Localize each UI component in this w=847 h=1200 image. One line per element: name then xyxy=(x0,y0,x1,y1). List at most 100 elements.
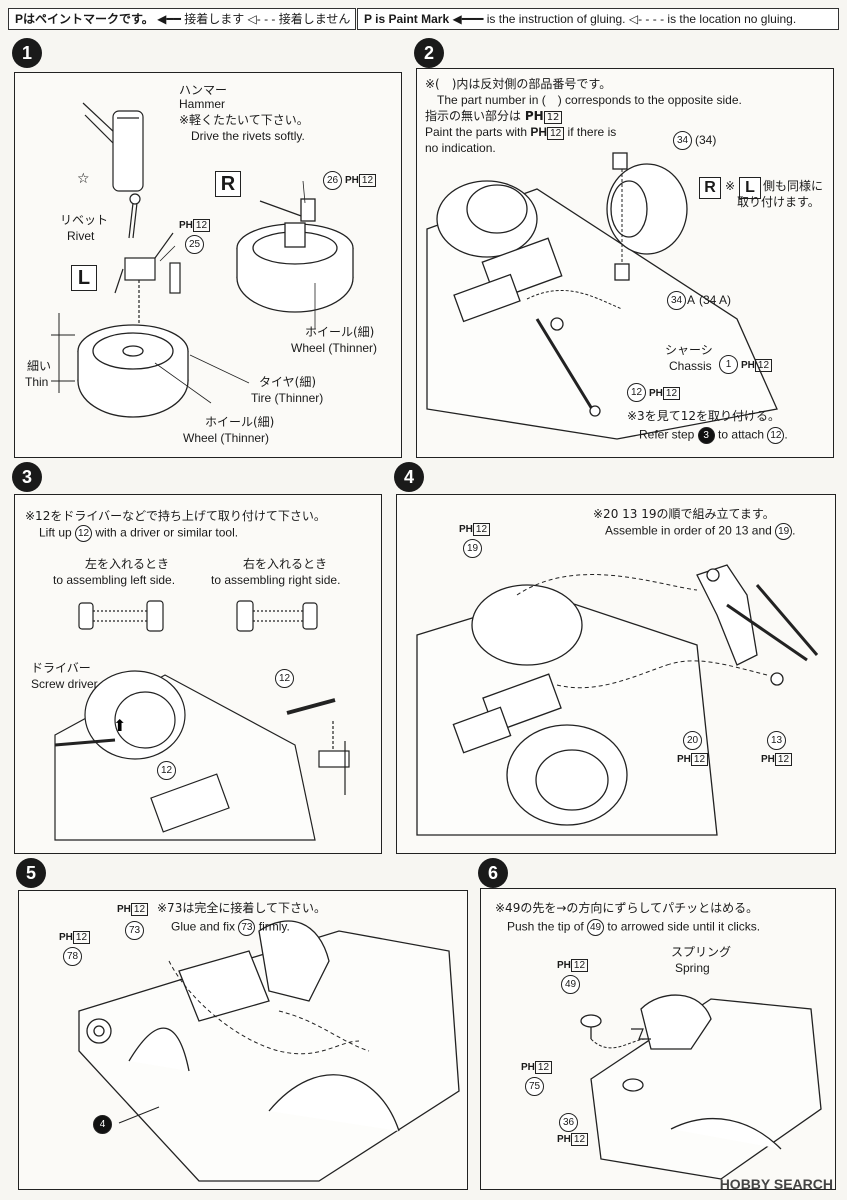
chassis-label-jp: シャーシ xyxy=(665,343,713,357)
legend-jp: Pはペイントマークです。 ◀━━ 接着します ◁- - - 接着しません xyxy=(8,8,356,30)
glue-jp: 接着します xyxy=(184,12,245,26)
step-2-number: 2 xyxy=(414,38,444,68)
paint-symbol: PH xyxy=(345,175,359,186)
side-r-badge: R xyxy=(699,177,721,199)
rivet-label-jp: リベット xyxy=(60,213,109,227)
drive-note-jp: ※軽くたたいて下さい。 xyxy=(179,113,309,127)
step-3-number: 3 xyxy=(12,462,42,492)
part-34a-suffix: A xyxy=(687,293,696,307)
hammer-label-en: Hammer xyxy=(179,97,226,111)
step2-note2-en-a: Paint the parts with xyxy=(425,125,528,139)
paint-number: 12 xyxy=(534,1061,553,1074)
part-12-tag: 12 xyxy=(627,383,646,402)
hammer-label-jp: ハンマー xyxy=(179,83,228,97)
paint-number: 12 xyxy=(472,523,491,536)
part-13-tag: 13 xyxy=(767,731,786,750)
step6-note-en: Push the tip of 49 to arrowed side until… xyxy=(507,919,760,936)
part-25-tag: 25 xyxy=(185,235,204,254)
part-36-tag: 36 xyxy=(559,1113,578,1132)
part-49-ref: 49 xyxy=(587,919,605,936)
step4-note-en-a: Assemble in order of xyxy=(605,523,716,538)
right-side-en: to assembling right side. xyxy=(211,573,341,587)
paint-symbol: PH xyxy=(59,932,73,943)
glue-en: is the instruction of gluing. xyxy=(486,12,626,26)
step5-note-jp: ※73は完全に接着して下さい。 xyxy=(157,901,326,915)
paint-number: 12 xyxy=(570,1133,589,1146)
paint-symbol: PH xyxy=(761,754,775,765)
paint-symbol: PH xyxy=(530,125,548,139)
legend-en: P is Paint Mark ◀━━━ is the instruction … xyxy=(357,8,839,30)
part-19-tag: 19 xyxy=(463,539,482,558)
step-3-panel: ⬆ ※12をドライバーなどで持ち上げて取り付けて下さい。 Lift up 12 … xyxy=(14,494,382,854)
tire-label-jp: タイヤ(細) xyxy=(259,375,317,389)
step-4-drawing xyxy=(416,564,819,836)
step2-note2-en-c: no indication. xyxy=(425,141,496,155)
step4-note-jp: ※20 13 19の順で組み立てます。 xyxy=(593,507,775,521)
paint-number: 12 xyxy=(547,127,565,140)
rivet-label-en: Rivet xyxy=(67,229,95,243)
part-49-tag: 49 xyxy=(561,975,580,994)
wheel2-label-en: Wheel (Thinner) xyxy=(183,431,270,445)
chassis-part-tag: 1 xyxy=(719,355,738,374)
step-5-drawing xyxy=(78,920,460,1182)
step-2-drawing xyxy=(426,152,778,440)
paint-symbol: PH xyxy=(741,360,755,371)
step3-note-en-b: with a driver or similar tool. xyxy=(95,525,239,540)
paint-symbol: PH xyxy=(521,1062,535,1073)
paint-number: 12 xyxy=(130,903,149,916)
left-side-jp: 左を入れるとき xyxy=(85,557,170,571)
part-73-tag: 73 xyxy=(125,921,144,940)
paint-symbol: PH xyxy=(117,904,131,915)
part-34-opposite: (34) xyxy=(695,133,717,147)
paint-number: 12 xyxy=(570,959,589,972)
step3-note-en: Lift up 12 with a driver or similar tool… xyxy=(39,525,238,542)
refer-en-b: to attach xyxy=(718,427,765,442)
step6-note-en-a: Push the tip of xyxy=(507,919,584,934)
step3-note-jp: ※12をドライバーなどで持ち上げて取り付けて下さい。 xyxy=(25,509,326,523)
step4-note-en-parts: 20 13 xyxy=(718,523,749,538)
step-6-drawing xyxy=(580,994,822,1180)
part-12-ref: 12 xyxy=(767,427,785,444)
part-26-tag: 26 xyxy=(323,171,342,190)
driver-label-jp: ドライバー xyxy=(31,661,91,675)
paint-symbol: PH xyxy=(179,220,193,231)
side-l-badge: L xyxy=(71,265,97,291)
step5-note-en-a: Glue and fix xyxy=(171,919,236,934)
spring-label-en: Spring xyxy=(675,961,710,975)
glue-arrow-icon: ◀━━ xyxy=(157,12,181,26)
part-19-ref: 19 xyxy=(775,523,793,540)
step-3-ref: 3 xyxy=(697,427,715,444)
part-34a-opposite: (34 A) xyxy=(699,293,732,307)
step2-note2-jp-text: 指示の無い部分は xyxy=(425,109,522,123)
paint-mark-jp: Pはペイントマークです。 xyxy=(15,12,154,26)
part-20-tag: 20 xyxy=(683,731,702,750)
step-1-number: 1 xyxy=(12,38,42,68)
step5-note-en: Glue and fix 73 firmly. xyxy=(171,919,290,936)
part-34-tag: 34 xyxy=(673,131,692,150)
step-2-panel: ※( )内は反対側の部品番号です。 The part number in ( )… xyxy=(416,68,834,458)
side-l-badge: L xyxy=(739,177,761,199)
step2-note2-en-b: if there is xyxy=(567,125,617,139)
part-73-ref: 73 xyxy=(238,919,256,936)
noglue-jp: 接着しません xyxy=(278,12,351,26)
refer-note-jp: ※3を見て12を取り付ける。 xyxy=(627,409,780,423)
noglue-arrow-icon: ◁- - - xyxy=(247,12,276,26)
paint-symbol: PH xyxy=(557,960,571,971)
paint-symbol: PH xyxy=(524,109,544,123)
thin-label-jp: 細い xyxy=(27,359,52,373)
paint-number: 12 xyxy=(358,174,377,187)
paint-mark-en: P is Paint Mark xyxy=(364,12,450,26)
part-12-tag-lower: 12 xyxy=(157,761,176,780)
up-arrow-icon: ⬆ xyxy=(113,718,126,735)
paint-number: 12 xyxy=(754,359,773,372)
spring-label-jp: スプリング xyxy=(671,945,732,959)
